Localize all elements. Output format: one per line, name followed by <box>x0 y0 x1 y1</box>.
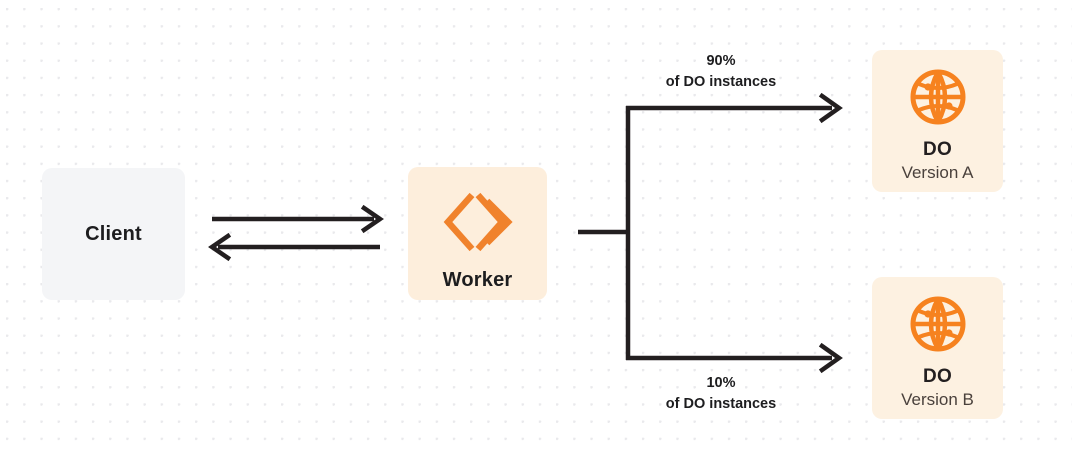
edge-label-top: 90% of DO instances <box>615 51 827 93</box>
edge-label-top-percent: 90% <box>706 53 736 69</box>
globe-icon <box>908 294 968 354</box>
node-client-label: Client <box>85 222 142 245</box>
node-do-version-b[interactable]: DO Version B <box>872 277 1003 419</box>
node-do-version-a[interactable]: DO Version A <box>872 50 1003 192</box>
edge-label-top-caption: of DO instances <box>665 74 777 91</box>
arrow-client-to-worker <box>212 204 384 234</box>
node-do-b-label: DO <box>922 366 953 387</box>
edge-label-bottom-percent: 10% <box>706 375 736 391</box>
node-do-a-version: Version A <box>901 163 974 182</box>
node-worker[interactable]: Worker <box>408 167 547 300</box>
node-client[interactable]: Client <box>42 168 185 300</box>
arrow-to-do-a <box>626 92 843 124</box>
globe-icon <box>908 67 968 127</box>
cloudflare-workers-icon <box>441 191 515 253</box>
arrow-to-do-b <box>626 342 843 374</box>
arrow-worker-to-client <box>208 232 380 262</box>
node-do-a-label: DO <box>922 139 953 160</box>
edge-label-bottom-caption: of DO instances <box>665 396 777 413</box>
edge-label-bottom: 10% of DO instances <box>615 373 827 415</box>
split-connector <box>578 106 631 360</box>
node-worker-label: Worker <box>442 269 513 291</box>
node-do-b-version: Version B <box>901 390 974 409</box>
